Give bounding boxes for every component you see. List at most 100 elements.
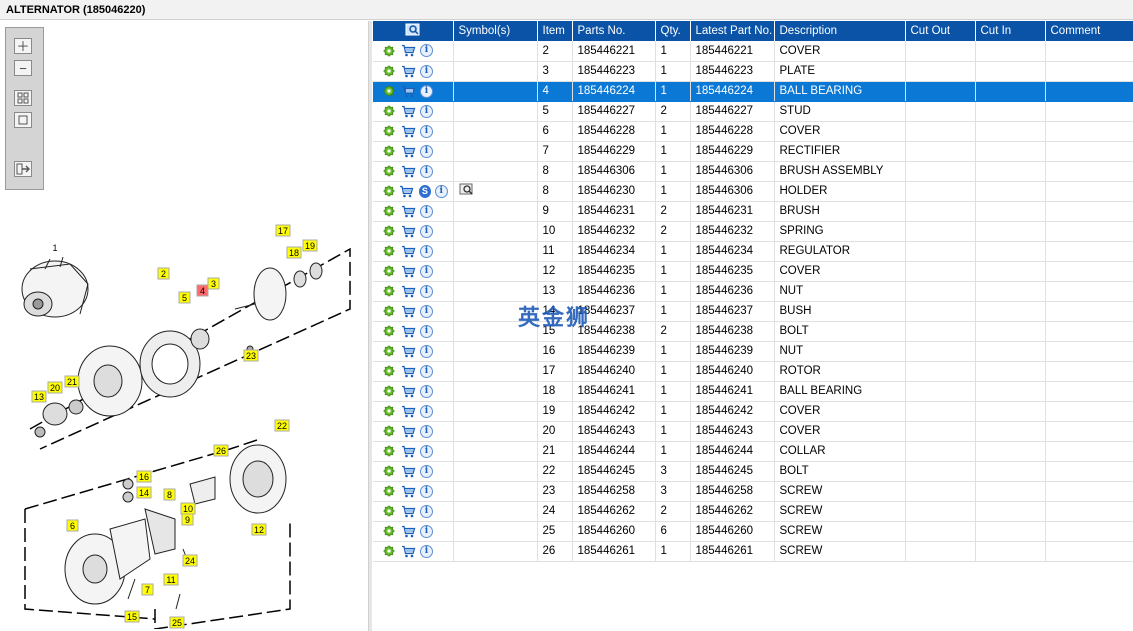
gear-icon[interactable] xyxy=(382,484,396,498)
info-icon[interactable]: i xyxy=(420,164,433,178)
cart-icon[interactable] xyxy=(400,304,416,318)
info-icon[interactable]: i xyxy=(420,344,433,358)
info-icon[interactable]: i xyxy=(420,284,433,298)
view-icon[interactable] xyxy=(405,23,421,40)
info-icon[interactable]: i xyxy=(420,324,433,338)
info-icon[interactable]: i xyxy=(420,464,433,478)
gear-icon[interactable] xyxy=(382,464,396,478)
cart-icon[interactable] xyxy=(400,224,416,238)
gear-icon[interactable] xyxy=(382,184,395,198)
symbol-s-icon[interactable]: S xyxy=(418,184,432,198)
info-icon[interactable]: i xyxy=(420,44,433,58)
exploded-parts-diagram[interactable]: 1 2 3 4 5 6 7 8 9 10 11 12 13 14 15 16 1… xyxy=(0,209,368,629)
cart-icon[interactable] xyxy=(400,324,416,338)
gear-icon[interactable] xyxy=(382,164,396,178)
zoom-out-icon[interactable]: − xyxy=(14,60,32,76)
info-icon[interactable]: i xyxy=(420,204,433,218)
gear-icon[interactable] xyxy=(382,64,396,78)
cart-icon[interactable] xyxy=(400,404,416,418)
info-icon[interactable]: i xyxy=(420,484,433,498)
cart-icon[interactable] xyxy=(400,144,416,158)
info-icon[interactable]: i xyxy=(420,544,433,558)
gear-icon[interactable] xyxy=(382,544,396,558)
info-icon[interactable]: i xyxy=(420,424,433,438)
cart-icon[interactable] xyxy=(400,364,416,378)
info-icon[interactable]: i xyxy=(420,444,433,458)
info-icon[interactable]: i xyxy=(420,504,433,518)
info-icon[interactable]: i xyxy=(420,64,433,78)
column-header-item[interactable]: Item xyxy=(537,21,573,41)
view-icon[interactable] xyxy=(459,183,475,197)
cart-icon[interactable] xyxy=(400,244,416,258)
column-header-cut-in[interactable]: Cut In xyxy=(975,21,1046,41)
gear-icon[interactable] xyxy=(382,144,396,158)
gear-icon[interactable] xyxy=(382,204,396,218)
pane-splitter[interactable] xyxy=(368,21,372,631)
gear-icon[interactable] xyxy=(382,104,396,118)
cart-icon[interactable] xyxy=(400,64,416,78)
cart-icon[interactable] xyxy=(400,524,416,538)
cart-icon[interactable] xyxy=(400,44,416,58)
cart-icon[interactable] xyxy=(400,344,416,358)
column-header-latest-part-no[interactable]: Latest Part No. xyxy=(690,21,775,41)
zoom-in-icon[interactable]: ＋ xyxy=(14,38,32,54)
info-icon[interactable]: i xyxy=(420,144,433,158)
gear-icon[interactable] xyxy=(382,524,396,538)
cart-icon[interactable] xyxy=(400,124,416,138)
column-header-description[interactable]: Description xyxy=(774,21,906,41)
column-header-cut-out[interactable]: Cut Out xyxy=(905,21,976,41)
export-icon[interactable] xyxy=(14,161,32,177)
column-header-parts-no[interactable]: Parts No. xyxy=(572,21,656,41)
cart-icon[interactable] xyxy=(400,424,416,438)
gear-icon[interactable] xyxy=(382,364,396,378)
cart-icon[interactable] xyxy=(400,204,416,218)
gear-icon[interactable] xyxy=(382,44,396,58)
gear-icon[interactable] xyxy=(382,284,396,298)
cart-icon[interactable] xyxy=(399,184,414,198)
cart-icon[interactable] xyxy=(400,264,416,278)
cart-icon[interactable] xyxy=(400,84,416,98)
column-header-symbols[interactable]: Symbol(s) xyxy=(453,21,538,41)
gear-icon[interactable] xyxy=(382,424,396,438)
gear-icon[interactable] xyxy=(382,444,396,458)
column-header-actions[interactable] xyxy=(373,21,454,41)
gear-icon[interactable] xyxy=(382,244,396,258)
column-header-comment[interactable]: Comment xyxy=(1045,21,1133,41)
gear-icon[interactable] xyxy=(382,84,396,98)
cart-icon[interactable] xyxy=(400,104,416,118)
gear-icon[interactable] xyxy=(382,384,396,398)
info-icon[interactable]: i xyxy=(420,244,433,258)
column-header-qty[interactable]: Qty. xyxy=(655,21,691,41)
info-icon[interactable]: i xyxy=(420,84,433,98)
gear-icon[interactable] xyxy=(382,224,396,238)
info-icon[interactable]: i xyxy=(420,404,433,418)
cart-icon[interactable] xyxy=(400,464,416,478)
cart-icon[interactable] xyxy=(400,544,416,558)
info-icon[interactable]: i xyxy=(420,304,433,318)
gear-icon[interactable] xyxy=(382,504,396,518)
info-icon[interactable]: i xyxy=(420,384,433,398)
diagram-pane[interactable]: ＋ − xyxy=(0,21,368,631)
cart-icon[interactable] xyxy=(400,444,416,458)
gear-icon[interactable] xyxy=(382,124,396,138)
